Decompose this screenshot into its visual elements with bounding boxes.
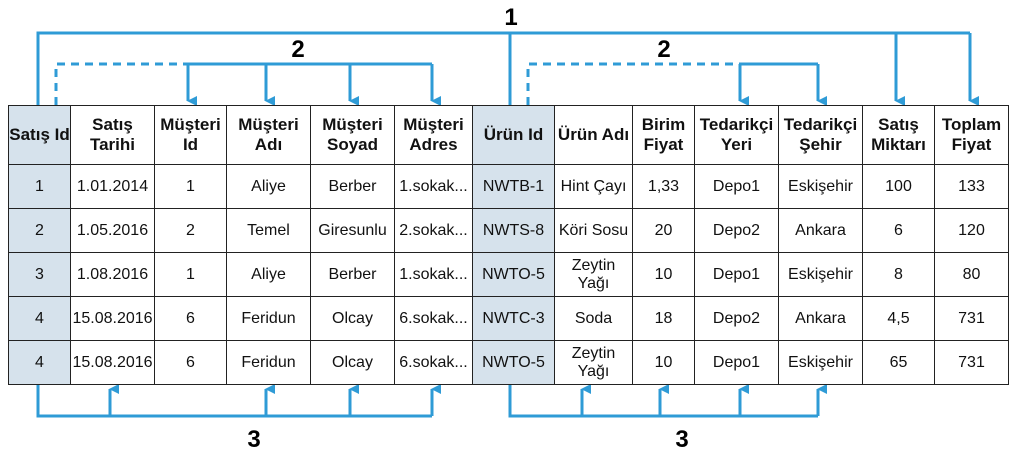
- cell-satis-miktari: 8: [862, 252, 935, 297]
- cell-urun-id: NWTC-3: [472, 296, 555, 341]
- cell-urun-id: NWTS-8: [472, 208, 555, 253]
- cell-birim-fiyat: 18: [632, 296, 695, 341]
- cell-toplam-fiyat: 120: [934, 208, 1009, 253]
- cell-musteri-adi: Feridun: [226, 296, 311, 341]
- cell-musteri-id: 6: [154, 296, 227, 341]
- cell-urun-id: NWTB-1: [472, 164, 555, 209]
- cell-urun-id: NWTO-5: [472, 252, 555, 297]
- cell-satis-id: 3: [8, 252, 71, 297]
- cell-musteri-adres: 1.sokak...: [394, 252, 473, 297]
- cell-musteri-adi: Aliye: [226, 252, 311, 297]
- cell-satis-miktari: 65: [862, 340, 935, 385]
- cell-satis-id: 4: [8, 340, 71, 385]
- cell-musteri-adres: 1.sokak...: [394, 164, 473, 209]
- cell-satis-tarihi: 1.01.2014: [70, 164, 155, 209]
- cell-toplam-fiyat: 731: [934, 296, 1009, 341]
- cell-musteri-adres: 6.sokak...: [394, 340, 473, 385]
- header-tedarikci-sehir: Tedarikçi Şehir: [778, 105, 863, 165]
- arrow-1-bracket: [36, 31, 970, 105]
- header-musteri-adi: Müşteri Adı: [226, 105, 311, 165]
- cell-musteri-adres: 6.sokak...: [394, 296, 473, 341]
- header-row: Satış Id Satış Tarihi Müşteri Id Müşteri…: [8, 105, 1009, 165]
- cell-musteri-id: 2: [154, 208, 227, 253]
- cell-birim-fiyat: 10: [632, 340, 695, 385]
- label-2-left: 2: [291, 36, 305, 63]
- label-2-right: 2: [657, 36, 671, 63]
- cell-satis-id: 2: [8, 208, 71, 253]
- arrow-2-left-dashed: [54, 62, 188, 105]
- cell-satis-miktari: 6: [862, 208, 935, 253]
- cell-tedarikci-sehir: Eskişehir: [778, 340, 863, 385]
- header-musteri-id: Müşteri Id: [154, 105, 227, 165]
- cell-musteri-soyad: Berber: [310, 164, 395, 209]
- cell-tedarikci-yeri: Depo1: [694, 340, 779, 385]
- cell-musteri-adres: 2.sokak...: [394, 208, 473, 253]
- arrow-3-left-bracket: [36, 384, 432, 418]
- cell-urun-adi: Hint Çayı: [554, 164, 633, 209]
- cell-satis-miktari: 4,5: [862, 296, 935, 341]
- cell-musteri-id: 6: [154, 340, 227, 385]
- cell-satis-miktari: 100: [862, 164, 935, 209]
- cell-satis-tarihi: 15.08.2016: [70, 296, 155, 341]
- cell-urun-adi: Zeytin Yağı: [554, 340, 633, 385]
- cell-musteri-id: 1: [154, 252, 227, 297]
- cell-tedarikci-yeri: Depo1: [694, 252, 779, 297]
- cell-tedarikci-sehir: Eskişehir: [778, 164, 863, 209]
- cell-satis-id: 4: [8, 296, 71, 341]
- cell-urun-id: NWTO-5: [472, 340, 555, 385]
- cell-musteri-adi: Aliye: [226, 164, 311, 209]
- cell-musteri-soyad: Berber: [310, 252, 395, 297]
- cell-toplam-fiyat: 133: [934, 164, 1009, 209]
- cell-urun-adi: Zeytin Yağı: [554, 252, 633, 297]
- header-satis-id: Satış Id: [8, 105, 71, 165]
- table-row: 1 1.01.2014 1 Aliye Berber 1.sokak... NW…: [8, 164, 1009, 209]
- header-urun-adi: Ürün Adı: [554, 105, 633, 165]
- header-musteri-adres: Müşteri Adres: [394, 105, 473, 165]
- cell-satis-id: 1: [8, 164, 71, 209]
- label-3-left: 3: [247, 426, 261, 453]
- cell-musteri-soyad: Olcay: [310, 296, 395, 341]
- header-satis-tarihi: Satış Tarihi: [70, 105, 155, 165]
- cell-birim-fiyat: 10: [632, 252, 695, 297]
- cell-toplam-fiyat: 80: [934, 252, 1009, 297]
- cell-tedarikci-sehir: Ankara: [778, 208, 863, 253]
- cell-urun-adi: Köri Sosu: [554, 208, 633, 253]
- cell-musteri-adi: Temel: [226, 208, 311, 253]
- cell-satis-tarihi: 1.08.2016: [70, 252, 155, 297]
- header-musteri-soyad: Müşteri Soyad: [310, 105, 395, 165]
- cell-tedarikci-sehir: Eskişehir: [778, 252, 863, 297]
- header-toplam-fiyat: Toplam Fiyat: [934, 105, 1009, 165]
- sales-table: Satış Id Satış Tarihi Müşteri Id Müşteri…: [8, 105, 1009, 385]
- cell-toplam-fiyat: 731: [934, 340, 1009, 385]
- header-birim-fiyat: Birim Fiyat: [632, 105, 695, 165]
- cell-satis-tarihi: 15.08.2016: [70, 340, 155, 385]
- arrow-2-right-dashed: [526, 62, 740, 105]
- cell-birim-fiyat: 20: [632, 208, 695, 253]
- cell-tedarikci-yeri: Depo2: [694, 296, 779, 341]
- arrow-3-right-bracket: [508, 384, 818, 418]
- header-tedarikci-yeri: Tedarikçi Yeri: [694, 105, 779, 165]
- table-row: 4 15.08.2016 6 Feridun Olcay 6.sokak... …: [8, 296, 1009, 341]
- table-row: 4 15.08.2016 6 Feridun Olcay 6.sokak... …: [8, 340, 1009, 385]
- cell-musteri-adi: Feridun: [226, 340, 311, 385]
- cell-tedarikci-yeri: Depo1: [694, 164, 779, 209]
- label-1: 1: [504, 4, 518, 31]
- cell-tedarikci-sehir: Ankara: [778, 296, 863, 341]
- header-satis-miktari: Satış Miktarı: [862, 105, 935, 165]
- cell-musteri-id: 1: [154, 164, 227, 209]
- cell-musteri-soyad: Olcay: [310, 340, 395, 385]
- cell-tedarikci-yeri: Depo2: [694, 208, 779, 253]
- header-urun-id: Ürün Id: [472, 105, 555, 165]
- cell-satis-tarihi: 1.05.2016: [70, 208, 155, 253]
- table-row: 2 1.05.2016 2 Temel Giresunlu 2.sokak...…: [8, 208, 1009, 253]
- cell-birim-fiyat: 1,33: [632, 164, 695, 209]
- label-3-right: 3: [675, 426, 689, 453]
- cell-musteri-soyad: Giresunlu: [310, 208, 395, 253]
- table-row: 3 1.08.2016 1 Aliye Berber 1.sokak... NW…: [8, 252, 1009, 297]
- cell-urun-adi: Soda: [554, 296, 633, 341]
